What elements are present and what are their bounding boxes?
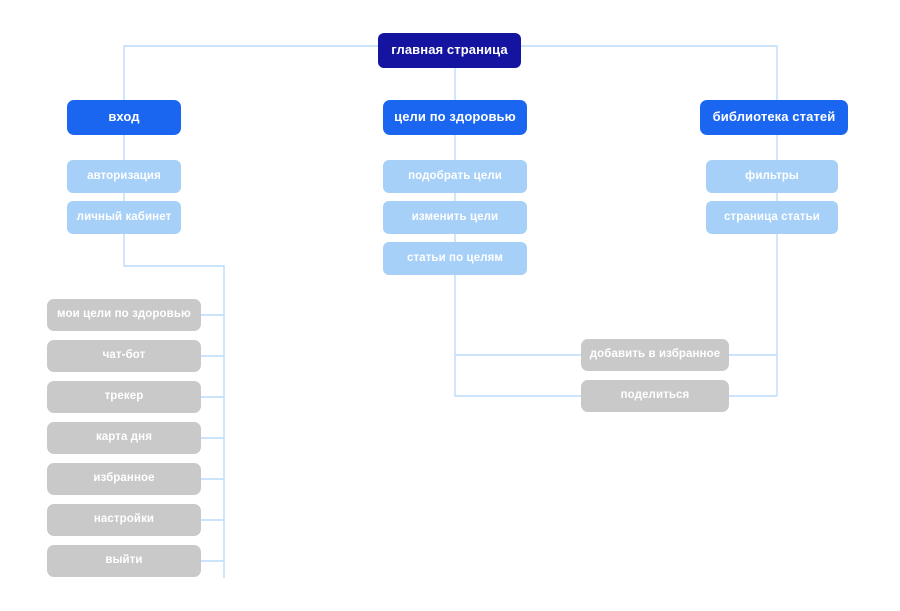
node-settings[interactable]: настройки [47,504,201,536]
node-label: подобрать цели [408,169,502,182]
node-favorites[interactable]: избранное [47,463,201,495]
node-label: чат-бот [102,349,146,362]
node-root[interactable]: главная страница [378,33,521,68]
node-my-goals[interactable]: мои цели по здоровью [47,299,201,331]
node-label: добавить в избранное [589,348,721,361]
node-label: библиотека статей [712,109,836,125]
node-pick-goals[interactable]: подобрать цели [383,160,527,193]
node-add-favorite[interactable]: добавить в избранное [581,339,729,371]
node-label: фильтры [745,169,799,182]
node-article-page[interactable]: страница статьи [706,201,838,234]
node-goal-articles[interactable]: статьи по целям [383,242,527,275]
node-label: поделиться [620,389,690,402]
node-share[interactable]: поделиться [581,380,729,412]
node-label: статьи по целям [406,251,504,264]
node-goals[interactable]: цели по здоровью [383,100,527,135]
node-library[interactable]: библиотека статей [700,100,848,135]
node-auth[interactable]: авторизация [67,160,181,193]
node-label: настройки [93,513,155,526]
node-logout[interactable]: выйти [47,545,201,577]
node-account[interactable]: личный кабинет [67,201,181,234]
node-label: мои цели по здоровью [57,308,191,321]
node-label: вход [108,109,140,125]
node-label: страница статьи [724,210,820,223]
node-tracker[interactable]: трекер [47,381,201,413]
node-label: трекер [104,390,144,403]
node-filters[interactable]: фильтры [706,160,838,193]
node-login[interactable]: вход [67,100,181,135]
node-label: избранное [93,472,155,485]
node-label: карта дня [95,431,153,444]
node-day-card[interactable]: карта дня [47,422,201,454]
node-label: выйти [105,554,143,567]
node-label: личный кабинет [76,210,172,223]
node-label: авторизация [87,169,161,182]
connector-goal-articles-to-share-loop [454,275,581,397]
node-label: изменить цели [411,210,499,223]
node-label: главная страница [391,42,508,58]
node-chatbot[interactable]: чат-бот [47,340,201,372]
node-label: цели по здоровью [394,109,516,125]
node-change-goals[interactable]: изменить цели [383,201,527,234]
